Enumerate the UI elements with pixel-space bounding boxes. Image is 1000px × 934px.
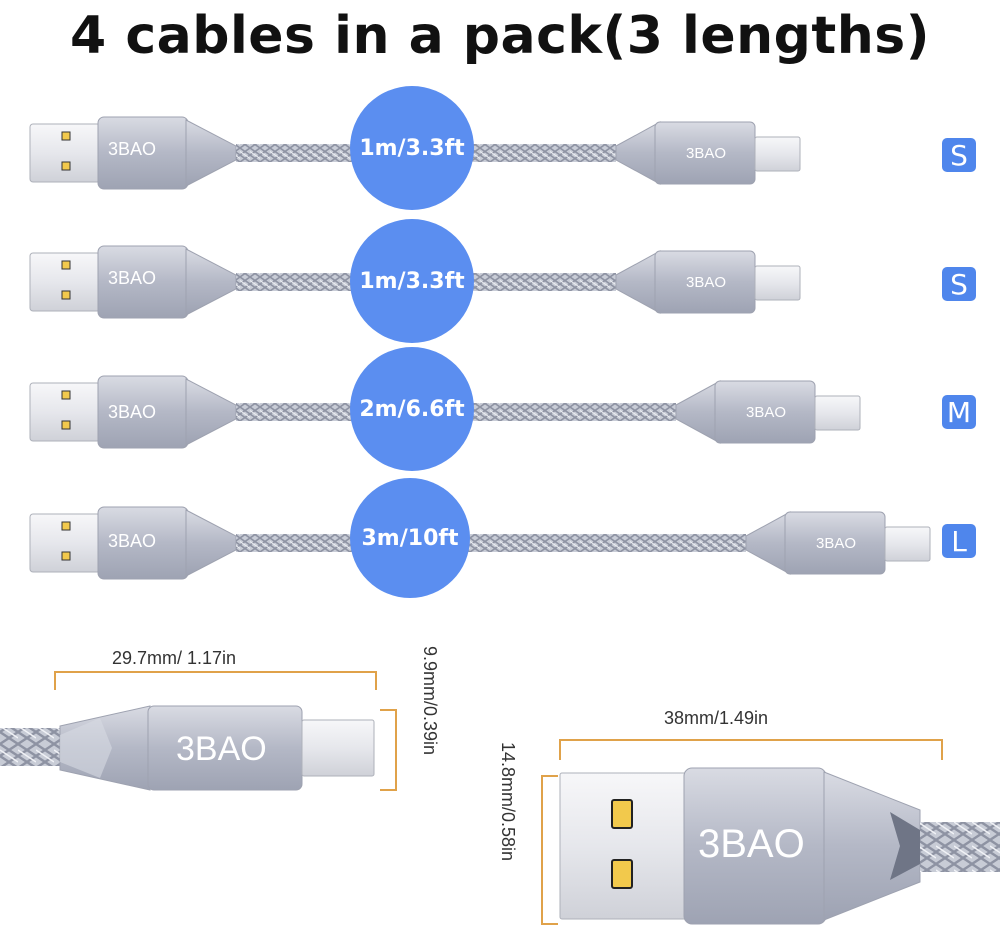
cable-row-2: 3BAO 3BAO 1m/3.3ft S bbox=[0, 219, 1000, 343]
cable-row-1: 3BAO 3BAO 1m/3.3ft S bbox=[0, 86, 1000, 210]
size-badge-2: S bbox=[942, 267, 976, 301]
cable-2-brand: 3BAO bbox=[108, 268, 157, 288]
cable-3-micro-brand: 3BAO bbox=[746, 404, 787, 421]
headline: 4 cables in a pack(3 lengths) bbox=[70, 6, 930, 66]
cable-4-brand: 3BAO bbox=[108, 531, 157, 551]
cable-4-micro-brand: 3BAO bbox=[816, 535, 857, 552]
cable-1-micro-brand: 3BAO bbox=[686, 145, 727, 162]
usb-height-label: 14.8mm/0.58in bbox=[498, 742, 518, 862]
length-circle-4: 3m/10ft bbox=[350, 478, 470, 598]
length-label-2: 1m/3.3ft bbox=[359, 268, 465, 294]
cable-row-3: 3BAO 3BAO 2m/6.6ft M bbox=[0, 347, 1000, 471]
cable-1-brand: 3BAO bbox=[108, 139, 157, 159]
size-badge-3: M bbox=[942, 395, 976, 429]
length-circle-2: 1m/3.3ft bbox=[350, 219, 474, 343]
size-badge-4: L bbox=[942, 524, 976, 558]
cable-3-illustration bbox=[29, 375, 861, 449]
cable-2-micro-brand: 3BAO bbox=[686, 274, 727, 291]
usb-width-label: 38mm/1.49in bbox=[664, 708, 769, 728]
cable-row-4: 3BAO 3BAO 3m/10ft L bbox=[0, 478, 1000, 598]
usb-detail-brand: 3BAO bbox=[698, 822, 805, 866]
micro-height-label: 9.9mm/0.39in bbox=[420, 646, 440, 756]
micro-width-label: 29.7mm/ 1.17in bbox=[112, 648, 237, 668]
length-circle-3: 2m/6.6ft bbox=[350, 347, 474, 471]
length-label-1: 1m/3.3ft bbox=[359, 135, 465, 161]
length-circle-1: 1m/3.3ft bbox=[350, 86, 474, 210]
cable-1-illustration bbox=[29, 116, 801, 190]
cable-3-brand: 3BAO bbox=[108, 402, 157, 422]
micro-detail-brand: 3BAO bbox=[176, 730, 267, 768]
length-label-4: 3m/10ft bbox=[361, 525, 459, 551]
size-badge-1: S bbox=[942, 138, 976, 172]
length-label-3: 2m/6.6ft bbox=[359, 396, 465, 422]
